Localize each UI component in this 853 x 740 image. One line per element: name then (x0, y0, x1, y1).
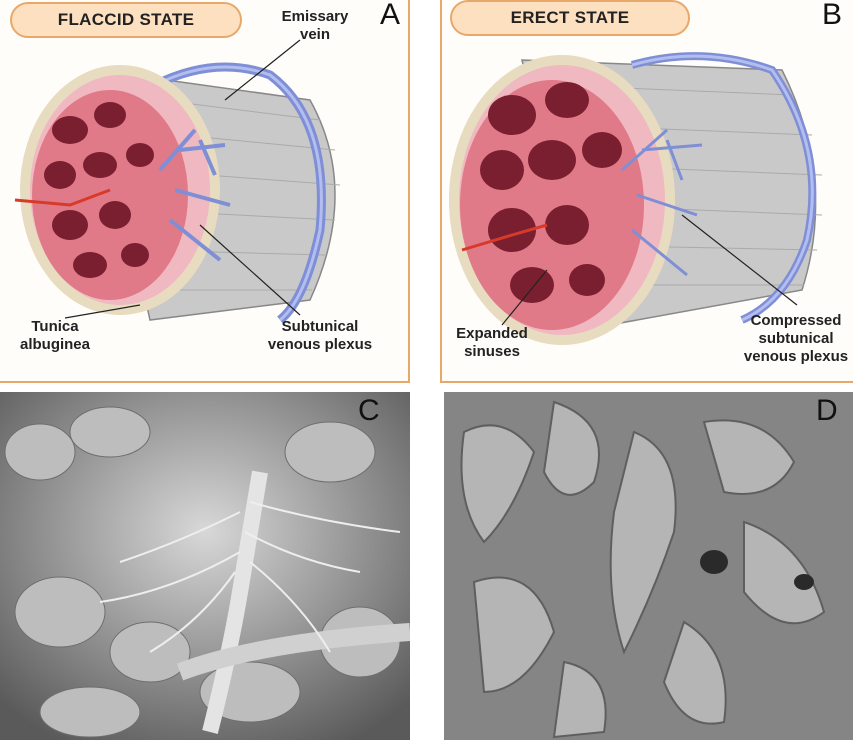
panel-letter-c: C (358, 394, 380, 427)
panel-letter-b: B (822, 0, 843, 31)
compressed-line-2: subtunical (758, 330, 834, 347)
tunica-albuginea-label: Tunica albuginea (10, 318, 100, 354)
panel-letter-a: A (380, 0, 401, 31)
erect-state-label: ERECT STATE (450, 0, 690, 36)
panel-b-erect: ERECT STATE B Expanded sinuses Compresse… (440, 0, 853, 383)
erect-illustration (449, 52, 823, 345)
sem-micrograph-erect (444, 392, 853, 740)
flaccid-illustration (14, 39, 341, 324)
emissary-vein-line-1: Emissary (281, 8, 349, 25)
expanded-sinuses-label: Expanded sinuses (447, 325, 537, 361)
subtunical-plexus-label: Subtunical venous plexus (255, 318, 385, 354)
emissary-vein-line-2: vein (299, 26, 330, 43)
tunica-line-1: Tunica (31, 318, 79, 335)
compressed-plexus-label: Compressed subtunical venous plexus (737, 312, 853, 366)
compressed-line-3: venous plexus (743, 348, 849, 365)
panel-d-micrograph: D (444, 392, 853, 740)
compressed-line-1: Compressed (750, 312, 842, 329)
sinuses-line-2: sinuses (464, 343, 520, 360)
flaccid-state-label: FLACCID STATE (10, 2, 242, 38)
panel-c-micrograph: C (0, 392, 410, 740)
plexus-line-1: Subtunical (281, 318, 359, 335)
sinuses-line-1: Expanded (456, 325, 528, 342)
tunica-line-2: albuginea (19, 336, 90, 353)
panel-letter-d: D (816, 394, 838, 427)
panel-a-flaccid: FLACCID STATE A Emissary vein Tunica alb… (0, 0, 410, 383)
emissary-vein-label: Emissary vein (270, 8, 360, 44)
plexus-line-2: venous plexus (267, 336, 373, 353)
sem-micrograph-flaccid (0, 392, 410, 740)
